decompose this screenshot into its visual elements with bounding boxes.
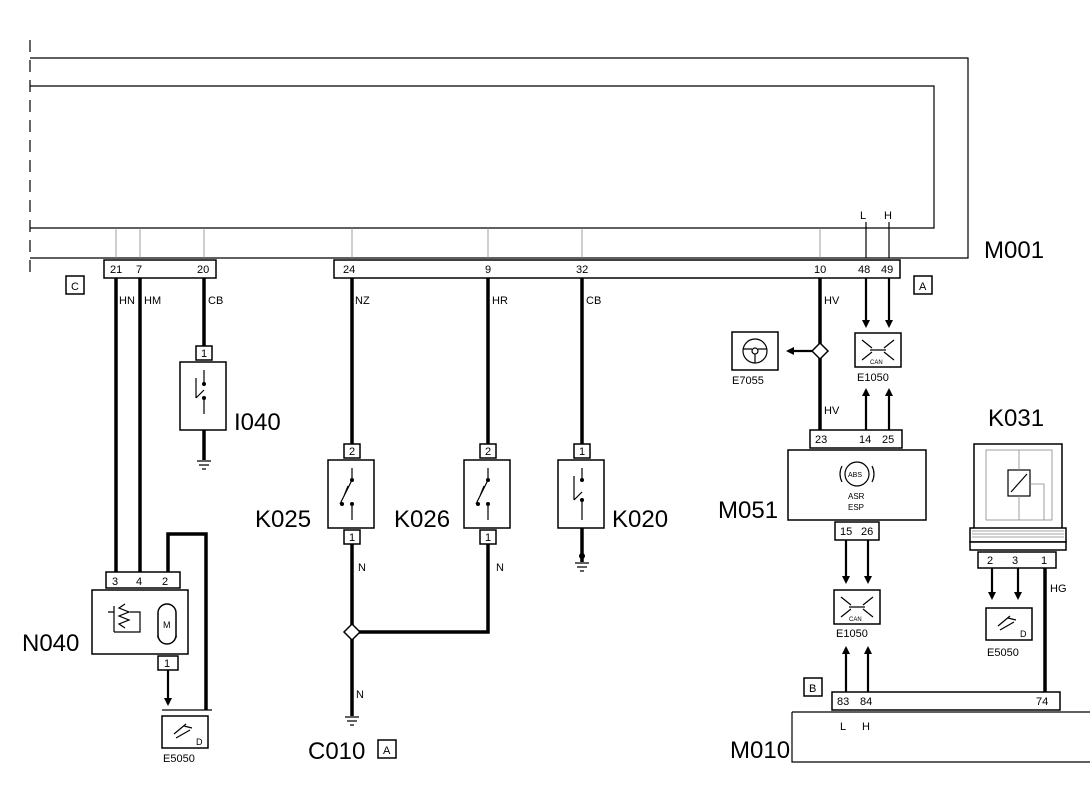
c010-label: C010 bbox=[308, 738, 365, 765]
m001-connector-a: A 24 9 32 10 48 49 bbox=[333, 259, 933, 295]
k031-pin-1: 1 bbox=[1041, 555, 1047, 567]
k020-pin-1: 1 bbox=[579, 446, 585, 458]
can-bottom-label: CAN bbox=[849, 617, 862, 623]
k025-pin-1: 1 bbox=[349, 532, 355, 544]
wire-hn-label: HN bbox=[119, 295, 135, 307]
k031-component: K031 2 3 1 HG bbox=[969, 405, 1067, 692]
hv-wire: HV HV bbox=[786, 278, 840, 430]
m001-pin-l-label: L bbox=[860, 210, 866, 222]
wire-hg-label: HG bbox=[1050, 583, 1067, 595]
wire-nz-label: NZ bbox=[355, 295, 370, 307]
pin-7: 7 bbox=[136, 264, 142, 276]
k031-pin-2: 2 bbox=[987, 555, 993, 567]
k025-label: K025 bbox=[255, 506, 311, 533]
m010-label: M010 bbox=[730, 737, 790, 764]
m051-label: M051 bbox=[718, 497, 778, 524]
i040-component: CB 1 I040 bbox=[179, 278, 281, 470]
e5050-left: D E5050 bbox=[161, 715, 209, 765]
m010-pin-l: L bbox=[840, 721, 846, 733]
n040-component: 3 4 2 M 1 N040 bbox=[22, 571, 189, 706]
k026-pin-1: 1 bbox=[485, 532, 491, 544]
n040-pin-3: 3 bbox=[112, 576, 118, 588]
pin-20: 20 bbox=[197, 264, 209, 276]
c010-ref-label: A bbox=[383, 745, 391, 757]
ground-splice bbox=[342, 544, 490, 642]
pin-9: 9 bbox=[485, 264, 491, 276]
wire-hv2-label: HV bbox=[824, 405, 840, 417]
e1050-bottom-label: E1050 bbox=[836, 628, 868, 640]
n040-pin-4: 4 bbox=[136, 576, 142, 588]
m051-abs: ABS bbox=[848, 472, 862, 479]
pin-49: 49 bbox=[881, 264, 893, 276]
can-bottom: CAN E1050 bbox=[833, 540, 881, 692]
n040-pin-2: 2 bbox=[162, 576, 168, 588]
e5050-left-label: E5050 bbox=[163, 753, 195, 765]
m001-module: L H M001 bbox=[29, 40, 1044, 280]
n040-pin-1: 1 bbox=[164, 658, 170, 670]
can-top: CAN E1050 bbox=[854, 278, 902, 430]
wire-hv1-label: HV bbox=[824, 295, 840, 307]
m051-esp: ESP bbox=[848, 503, 864, 512]
can-top-label: CAN bbox=[870, 360, 883, 366]
connector-b-label: B bbox=[809, 683, 816, 695]
m010-module: B 83 84 74 L H M010 bbox=[730, 677, 1090, 764]
pin-32: 32 bbox=[576, 264, 588, 276]
wire-cb2-label: CB bbox=[586, 295, 601, 307]
c010-label-group: C010 A bbox=[308, 738, 397, 765]
wire-n1-label: N bbox=[358, 562, 366, 574]
m051-component: 23 14 25 ABS ASR ESP 15 26 M051 bbox=[718, 429, 927, 541]
m010-pin-h: H bbox=[862, 721, 870, 733]
m001-label: M001 bbox=[984, 237, 1044, 264]
wire-hm-label: HM bbox=[144, 295, 161, 307]
k031-pin-3: 3 bbox=[1012, 555, 1018, 567]
pin-10: 10 bbox=[814, 264, 826, 276]
k025-pin-2: 2 bbox=[349, 446, 355, 458]
pin-21: 21 bbox=[110, 264, 122, 276]
m001-connector-c: C 21 7 20 bbox=[65, 259, 217, 295]
m051-pin-25: 25 bbox=[882, 434, 894, 446]
m010-pin-84: 84 bbox=[860, 696, 872, 708]
n040-motor-symbol: M bbox=[163, 620, 171, 630]
i040-pin-1: 1 bbox=[201, 348, 207, 360]
k026-pin-2: 2 bbox=[485, 446, 491, 458]
m051-pin-14: 14 bbox=[859, 434, 871, 446]
wires-n040: HN HM bbox=[114, 278, 212, 711]
i040-label: I040 bbox=[234, 409, 281, 436]
k020-label: K020 bbox=[612, 506, 668, 533]
k026-component: HR 2 1 N K026 bbox=[394, 278, 511, 574]
k031-label: K031 bbox=[988, 405, 1044, 432]
connector-a-label: A bbox=[919, 281, 927, 293]
e1050-top-label: E1050 bbox=[857, 372, 889, 384]
m051-pin-15: 15 bbox=[840, 526, 852, 538]
pin-48: 48 bbox=[858, 264, 870, 276]
e5050-right: D E5050 bbox=[985, 607, 1033, 659]
n040-label: N040 bbox=[22, 630, 79, 657]
m051-pin-23: 23 bbox=[815, 434, 827, 446]
wire-hr-label: HR bbox=[492, 295, 508, 307]
k026-label: K026 bbox=[394, 506, 450, 533]
m010-pin-83: 83 bbox=[837, 696, 849, 708]
k020-component: CB 1 K020 bbox=[557, 278, 668, 572]
m010-pin-74: 74 bbox=[1036, 696, 1048, 708]
e5050-left-d: D bbox=[196, 737, 203, 747]
m051-pin-26: 26 bbox=[861, 526, 873, 538]
e5050-right-d: D bbox=[1020, 629, 1027, 639]
e7055-label: E7055 bbox=[732, 375, 764, 387]
m051-asr: ASR bbox=[848, 492, 865, 501]
e7055-component: E7055 bbox=[731, 331, 779, 387]
connector-c-label: C bbox=[71, 281, 79, 293]
pin-24: 24 bbox=[343, 264, 355, 276]
e5050-right-label: E5050 bbox=[987, 647, 1019, 659]
wire-cb1-label: CB bbox=[208, 295, 223, 307]
wire-n3-label: N bbox=[356, 689, 364, 701]
wire-n2-label: N bbox=[496, 562, 504, 574]
m001-pin-h-label: H bbox=[884, 210, 892, 222]
k025-component: NZ 2 1 N N K025 bbox=[255, 278, 375, 726]
